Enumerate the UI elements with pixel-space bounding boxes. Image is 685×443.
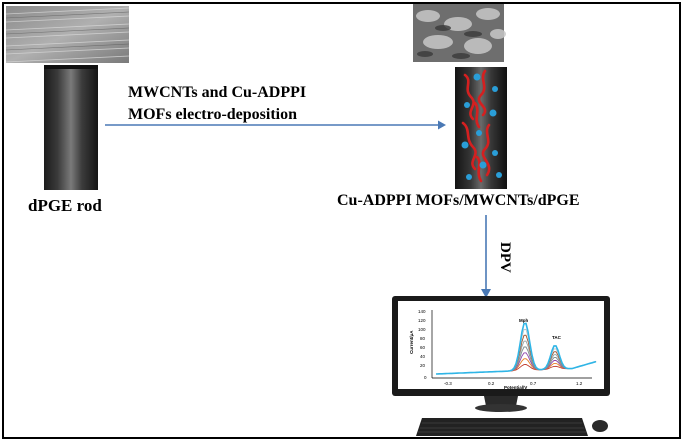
- chart-ticks: 140 120 100 80 60 40 20 0 -0.3 0.2 0.7 1…: [409, 309, 583, 390]
- ytick-60: 60: [420, 345, 426, 350]
- xtick-1: -0.3: [444, 381, 452, 386]
- bare-rod-label: dPGE rod: [28, 196, 102, 215]
- mwcnt-fibers: [461, 69, 491, 183]
- xtick-2: 0.2: [488, 381, 495, 386]
- dpv-label: DPV: [497, 242, 513, 273]
- monitor-screen: [398, 301, 604, 389]
- peak-label-2: TAC: [552, 335, 562, 340]
- dpv-curve: [435, 322, 597, 375]
- ytick-120: 120: [418, 318, 426, 323]
- ytick-40: 40: [420, 354, 426, 359]
- modified-rod: [455, 67, 507, 189]
- bare-rod: [44, 65, 98, 190]
- dpv-curves: [435, 322, 597, 375]
- modified-rod-label: Cu-ADPPI MOFs/MWCNTs/dPGE: [337, 192, 580, 209]
- ytick-0: 0: [424, 375, 427, 380]
- step-text-line1: MWCNTs and Cu-ADPPI: [128, 84, 307, 101]
- x-axis-label: Potential/V: [504, 385, 527, 390]
- step-text-line2: MOFs electro-deposition: [128, 106, 298, 123]
- ytick-140: 140: [418, 309, 426, 314]
- ytick-100: 100: [418, 327, 426, 332]
- xtick-4: 1.2: [576, 381, 583, 386]
- keyboard: [416, 418, 588, 436]
- ytick-20: 20: [420, 363, 426, 368]
- computer-monitor: 140 120 100 80 60 40 20 0 -0.3 0.2 0.7 1…: [392, 296, 610, 436]
- ytick-80: 80: [420, 336, 426, 341]
- monitor-stand: [484, 396, 518, 406]
- sem-image-bare: [5, 6, 130, 63]
- xtick-3: 0.7: [530, 381, 537, 386]
- peak-label-1: Mph: [519, 318, 528, 323]
- sem-image-modified: [413, 4, 506, 62]
- mof-particles: [461, 73, 502, 180]
- mouse: [592, 420, 608, 432]
- y-axis-label: Current/μA: [409, 330, 414, 354]
